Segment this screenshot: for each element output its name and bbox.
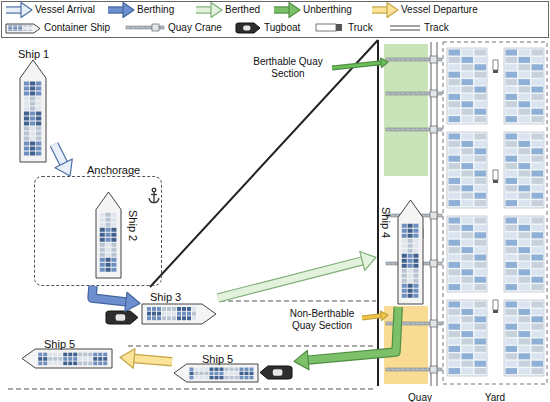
label-holder: Quay <box>400 387 440 402</box>
legend-text: Berthed <box>225 4 260 16</box>
legend-text: Quay Crane <box>168 22 222 34</box>
yard-block <box>504 216 544 292</box>
container-ship <box>20 60 46 162</box>
yard-block <box>447 216 487 292</box>
legend-holder: Quay Crane <box>168 22 222 34</box>
yard-block <box>504 300 544 376</box>
container-ship <box>398 200 423 304</box>
quay-crane <box>386 366 442 373</box>
arrival-arrow <box>54 144 72 176</box>
legend-sample <box>6 24 40 33</box>
container-ship: Ship 1 <box>14 44 54 166</box>
yard-block <box>447 132 487 208</box>
legend-holder: Vessel Arrival <box>35 4 95 16</box>
departure-arrow <box>120 349 172 368</box>
legend-holder: Berthing <box>137 4 174 16</box>
container-ship <box>22 349 112 368</box>
area-label: Anchorage <box>87 164 140 177</box>
label-holder: Berthable Quay Section <box>248 56 328 81</box>
truck <box>493 300 498 313</box>
berthed-arrow <box>218 252 376 298</box>
yard-block <box>504 132 544 208</box>
legend-text: Truck <box>348 22 373 34</box>
container-ship <box>6 24 40 33</box>
legend-samples <box>6 3 420 34</box>
container-ship <box>142 304 216 324</box>
anchorage-area: AnchorageShip 2 <box>34 176 162 286</box>
container-ship: Ship 5 <box>20 335 120 371</box>
channel-line <box>220 301 376 302</box>
legend-text: Track <box>424 22 449 34</box>
container-ship: Ship 2 <box>93 189 143 281</box>
channel-line <box>8 389 376 390</box>
ship-label: Ship 4 <box>379 207 392 238</box>
leader-arrow <box>332 58 388 68</box>
area-label: Yard <box>485 392 505 402</box>
section-label: Berthable Quay Section <box>248 56 328 79</box>
quay-crane <box>386 90 442 97</box>
tugboat <box>260 366 292 379</box>
yard-block <box>447 48 487 124</box>
container-ship: Ship 5 <box>172 350 294 384</box>
legend-holder: Tugboat <box>264 22 300 34</box>
legend-holder: Track <box>424 22 449 34</box>
legend-sample <box>390 26 420 30</box>
truck <box>316 24 342 31</box>
legend-holder: Container Ship <box>44 22 110 34</box>
legend-sample <box>6 3 32 18</box>
legend-text: Vessel Departure <box>401 4 478 16</box>
yard-block <box>504 48 544 124</box>
zoom-line <box>150 40 378 287</box>
leader-arrow <box>362 311 388 320</box>
tugboat <box>236 23 260 33</box>
legend-text: Container Ship <box>44 22 110 34</box>
legend-text: Unberthing <box>303 4 352 16</box>
legend-holder: Truck <box>348 22 373 34</box>
quay-crane <box>386 126 442 133</box>
ship-label: Ship 3 <box>150 291 181 304</box>
container-ship: Ship 3 <box>140 287 218 329</box>
ship-label: Ship 5 <box>202 353 233 366</box>
legend-sample <box>126 24 164 31</box>
label-holder: Non-Berthable Quay Section <box>282 308 362 333</box>
legend-text: Berthing <box>137 4 174 16</box>
area-label: Quay <box>408 392 432 402</box>
quay-crane <box>386 56 442 63</box>
anchor-symbol <box>149 188 159 202</box>
truck <box>493 60 498 73</box>
non-berthable-section <box>384 306 428 384</box>
legend-holder: Unberthing <box>303 4 352 16</box>
legend-sample <box>316 24 342 31</box>
quay-crane <box>126 24 164 31</box>
truck <box>493 170 498 183</box>
ship-label: Ship 1 <box>18 48 49 61</box>
berthing-arrow <box>92 286 140 312</box>
label-holder: Yard <box>465 387 525 402</box>
ship-label: Ship 2 <box>126 210 139 241</box>
channel-line <box>128 346 376 347</box>
legend-holder: Berthed <box>225 4 260 16</box>
quay-edge <box>377 40 379 386</box>
legend-frame <box>2 2 549 38</box>
legend-sample <box>372 3 398 18</box>
yard-frame <box>443 42 547 384</box>
legend-sample <box>274 3 300 18</box>
legend-text: Tugboat <box>264 22 300 34</box>
legend-sample <box>236 23 260 33</box>
container-ship <box>174 364 258 382</box>
yard-block <box>447 300 487 376</box>
container-ship <box>96 192 121 278</box>
legend-sample <box>108 3 134 18</box>
container-ship: Ship 4 <box>376 195 426 307</box>
tugboat <box>106 311 138 324</box>
berthable-section <box>384 44 428 176</box>
section-label: Non-Berthable Quay Section <box>282 308 362 331</box>
legend-text: Vessel Arrival <box>35 4 95 16</box>
legend-holder: Vessel Departure <box>401 4 478 16</box>
ship-label: Ship 5 <box>44 338 75 351</box>
legend-sample <box>196 3 222 18</box>
